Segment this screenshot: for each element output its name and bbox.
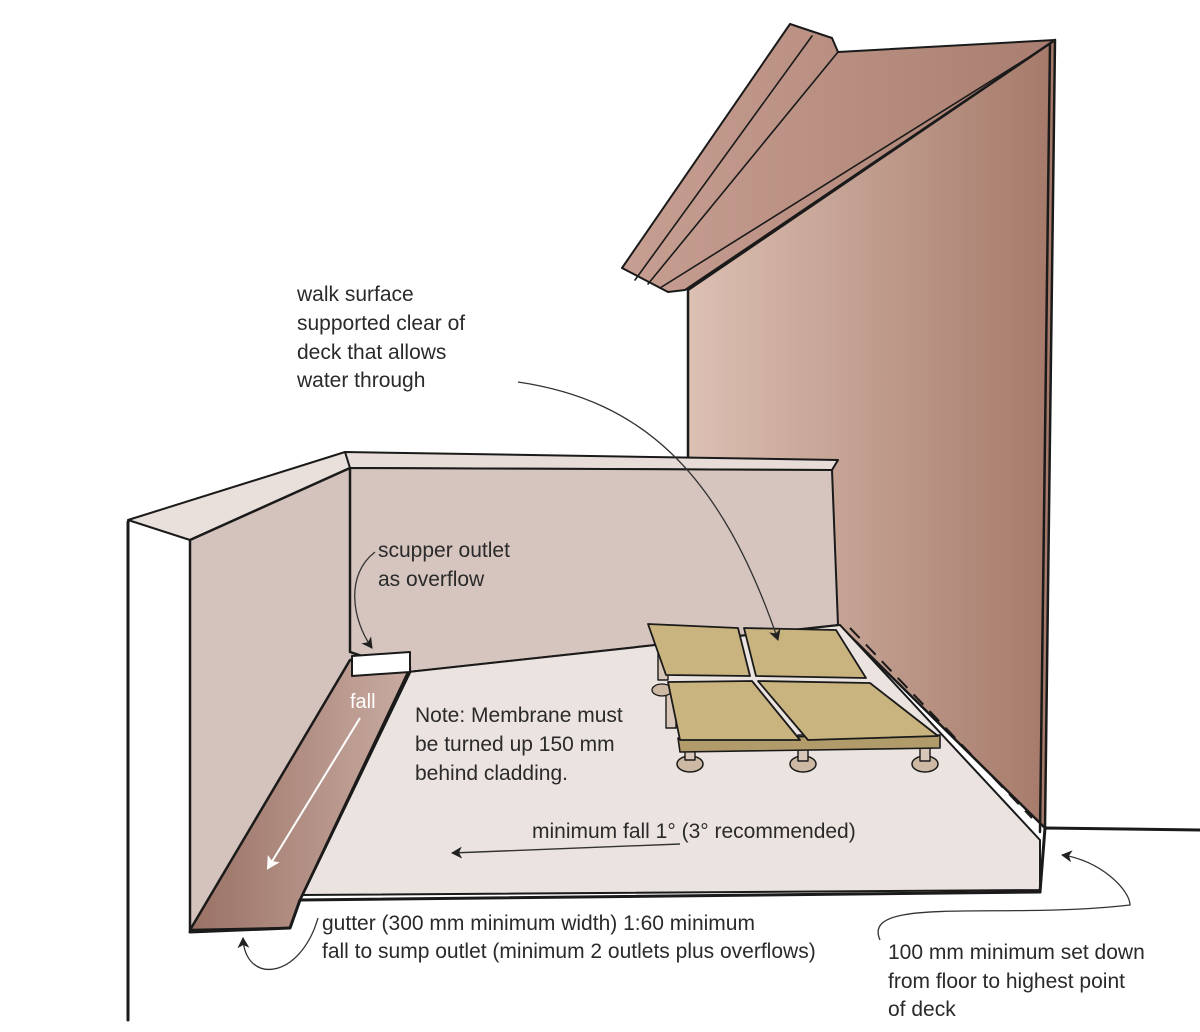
tile bbox=[667, 680, 801, 741]
label-note-line: be turned up 150 mm bbox=[415, 733, 615, 756]
scupper-leader bbox=[354, 551, 376, 649]
scupper-outlet bbox=[351, 651, 411, 677]
label-scupper-line: scupper outlet bbox=[378, 539, 510, 562]
label-set-down: 100 mm minimum set down from floor to hi… bbox=[888, 941, 1145, 1021]
label-fall: fall bbox=[350, 691, 376, 713]
label-set-down-line: 100 mm minimum set down bbox=[888, 941, 1145, 964]
label-walk-surface-line: walk surface bbox=[296, 283, 414, 306]
label-walk-surface-line: water through bbox=[296, 369, 425, 392]
tile bbox=[647, 623, 751, 677]
gutter-leader bbox=[237, 917, 319, 971]
annotation-leaders bbox=[237, 381, 1131, 971]
walk-surface-leader bbox=[517, 381, 781, 641]
label-note-line: behind cladding. bbox=[415, 762, 568, 785]
label-walk-surface-line: deck that allows bbox=[297, 341, 446, 364]
minimum-fall-arrow bbox=[451, 843, 681, 859]
label-walk-surface-line: supported clear of bbox=[297, 312, 465, 335]
label-set-down-line: from floor to highest point bbox=[888, 970, 1125, 993]
label-scupper: scupper outlet as overflow bbox=[378, 539, 510, 591]
set-down-leader bbox=[877, 850, 1131, 941]
label-gutter-line: fall to sump outlet (minimum 2 outlets p… bbox=[322, 940, 816, 963]
label-note-line: Note: Membrane must bbox=[415, 704, 623, 727]
gutter-fall-arrow bbox=[266, 717, 361, 870]
roof-eave bbox=[621, 23, 1056, 293]
label-set-down-line: of deck bbox=[888, 998, 956, 1021]
tile bbox=[757, 680, 939, 741]
walk-surface bbox=[647, 623, 941, 773]
label-scupper-line: as overflow bbox=[378, 568, 485, 591]
label-gutter-line: gutter (300 mm minimum width) 1:60 minim… bbox=[322, 912, 755, 935]
label-minimum-fall: minimum fall 1° (3° recommended) bbox=[532, 820, 856, 843]
label-walk-surface: walk surface supported clear of deck tha… bbox=[296, 283, 465, 392]
ground-line bbox=[849, 627, 1200, 894]
label-note: Note: Membrane must be turned up 150 mm … bbox=[415, 704, 623, 785]
label-gutter: gutter (300 mm minimum width) 1:60 minim… bbox=[322, 912, 816, 963]
